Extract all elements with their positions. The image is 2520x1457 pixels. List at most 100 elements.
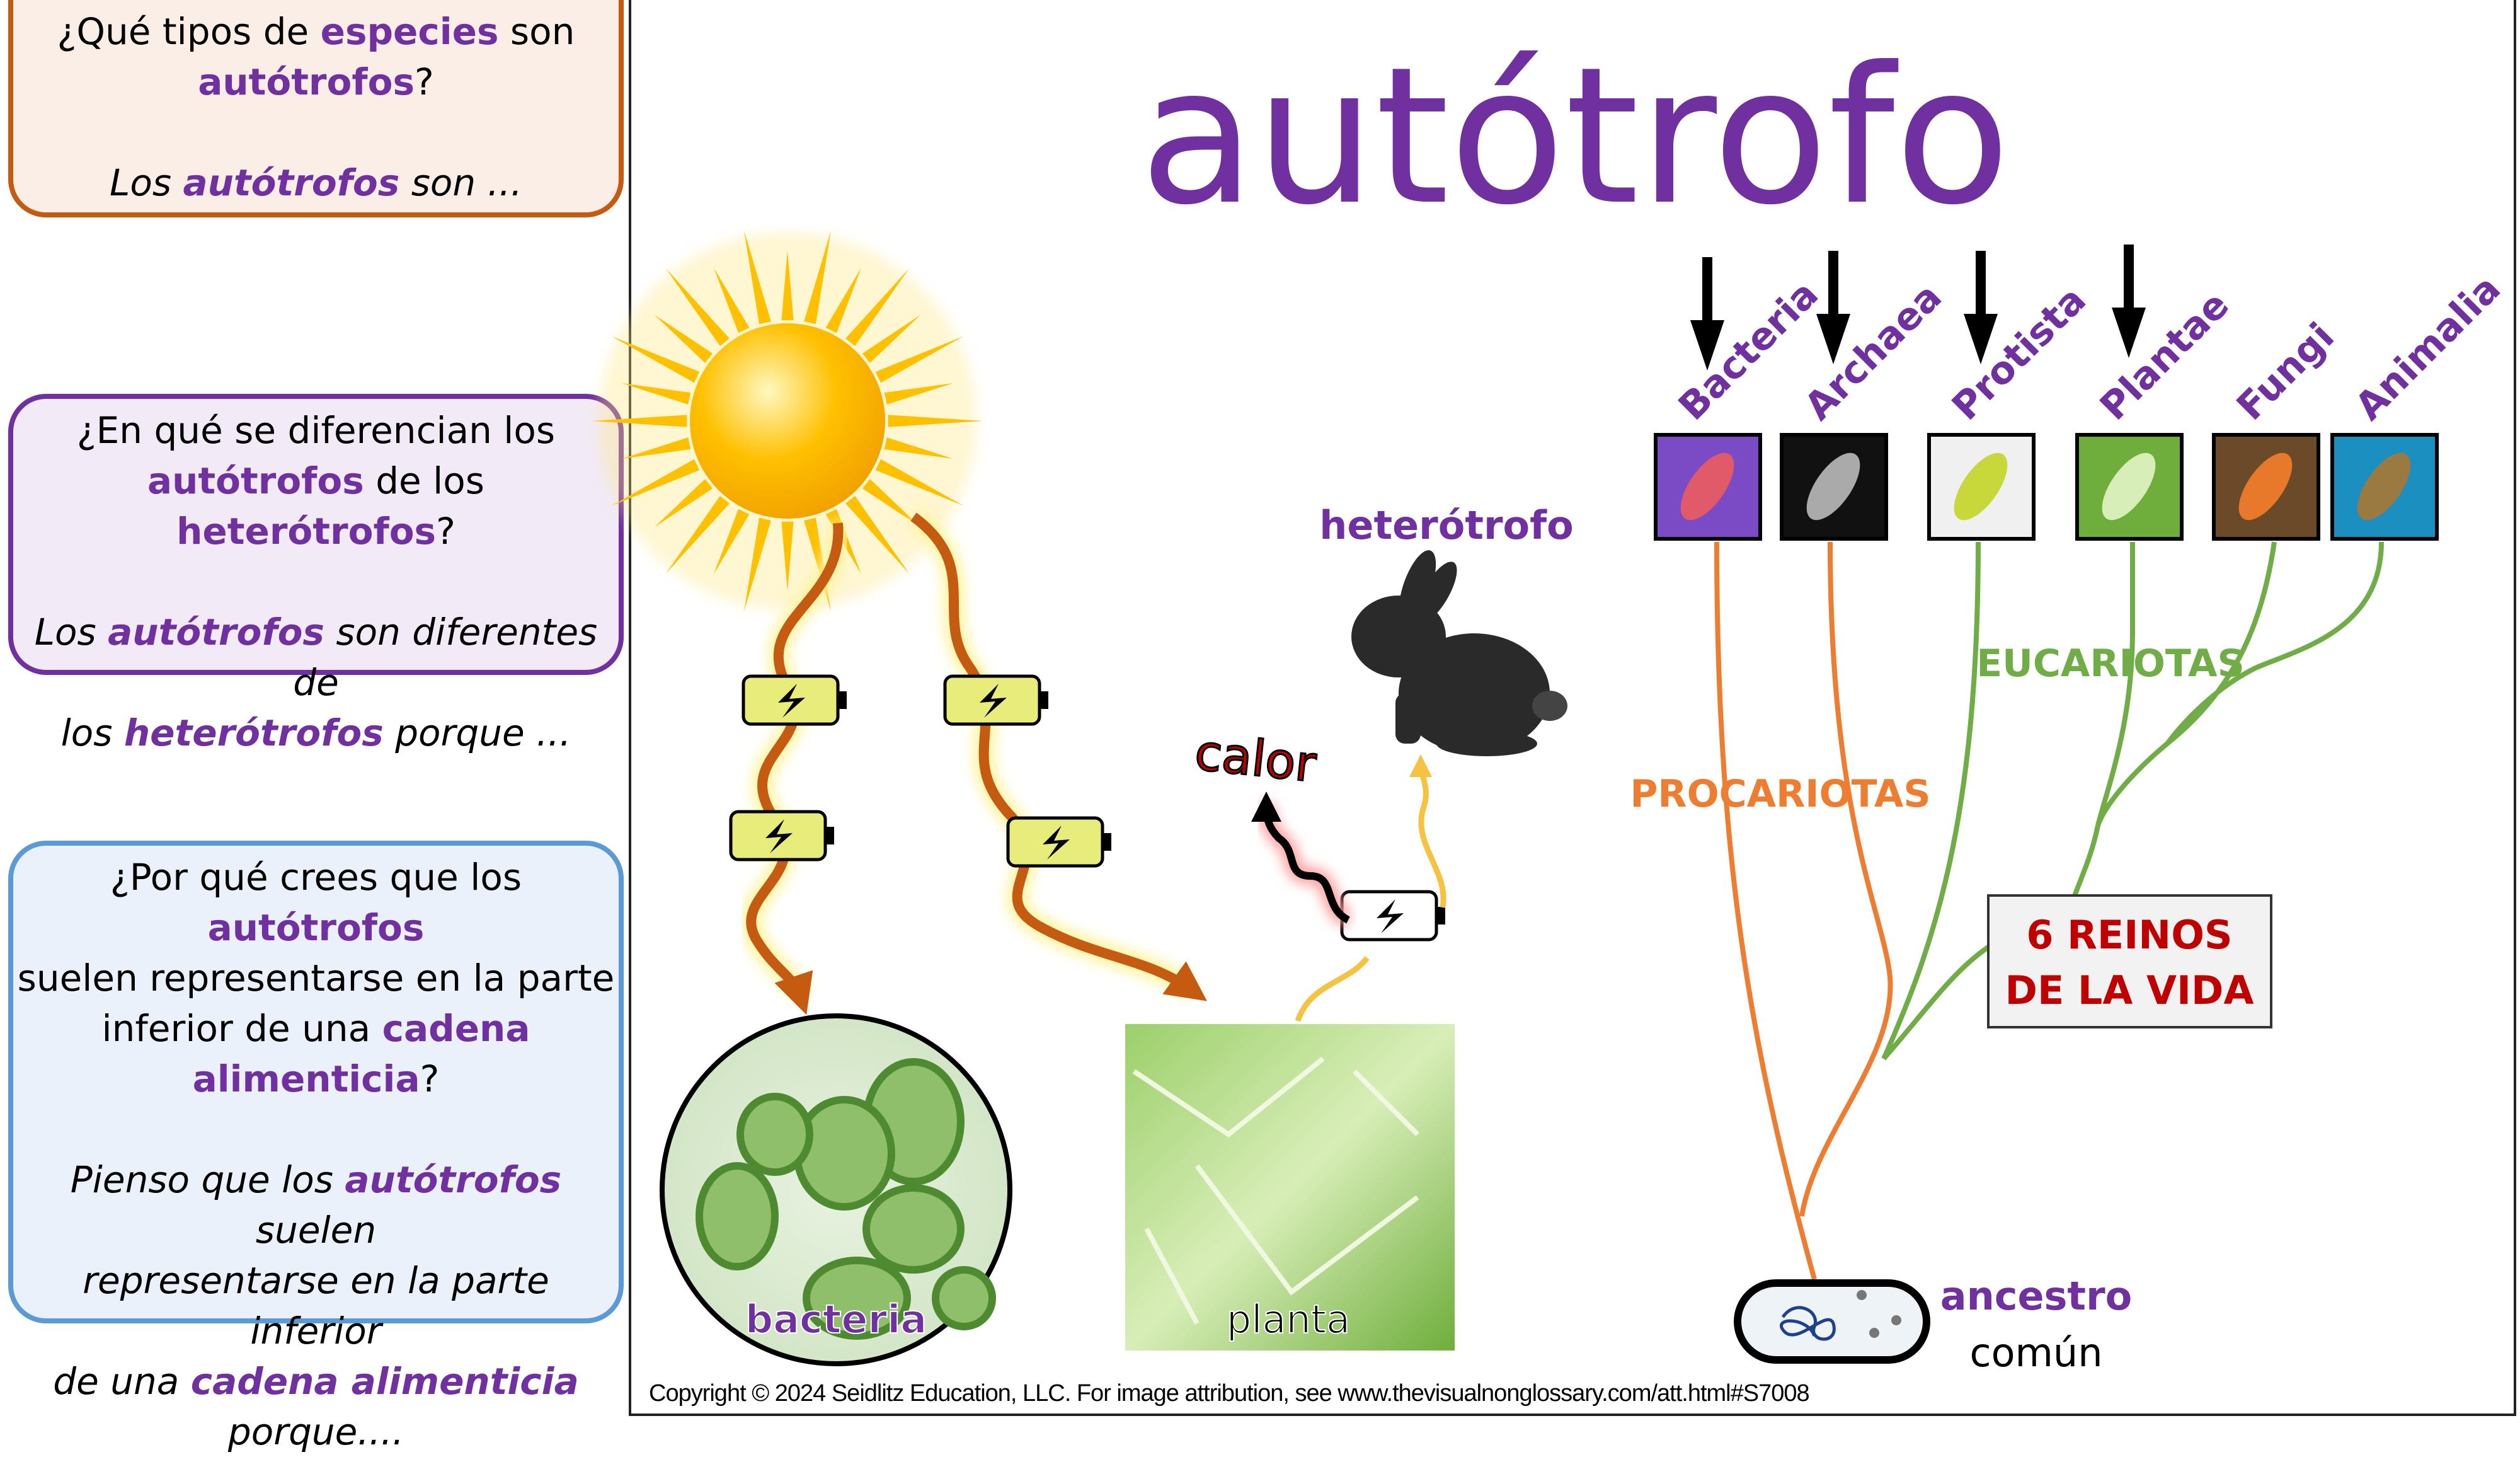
prokaryotes-label: PROCARIOTAS [1630,772,1930,816]
sun-ray [611,459,700,506]
text: de los [364,459,484,502]
plant-label: planta [1227,1296,1350,1342]
down-arrow-head [1964,314,1998,364]
sun-ray [781,521,794,591]
question-box-autotroph-species: ¿Qué tipos de especies son autótrofos? L… [8,0,624,217]
text: Pienso que los [70,1158,345,1201]
battery-icon [742,674,847,726]
keyword: autótrofos [207,906,425,949]
text: son ... [399,161,522,204]
keyword: autótrofos [147,459,364,502]
keyword: autótrofos [198,60,415,103]
text: Los [34,611,108,654]
energy-wave-to-plant [907,508,1208,1001]
keyword: autótrofos [345,1158,562,1201]
ancestor-cell-icon [1734,1279,1930,1364]
text: son [498,10,575,53]
sun-ray [654,479,713,527]
sun-ray [845,495,910,574]
sun-ray [884,437,954,459]
down-arrow-icon [2124,245,2134,314]
sun-ray [621,437,691,459]
kingdom-animalia: Animalia [2330,267,2509,541]
down-arrow-icon [1702,257,1712,326]
keyword: especies [320,10,499,53]
sun-ray [713,509,750,575]
text: ¿Por qué crees que los [110,856,522,899]
sun-ray [875,336,964,383]
sun-ray [592,415,687,427]
sun-ray [862,314,921,363]
kingdom-label: Fungi [2228,314,2343,429]
common-label: común [1969,1330,2102,1376]
down-arrow-icon [1976,251,1986,320]
sun-ray [888,415,983,427]
battery-icon [1006,816,1111,868]
kingdom-label: Plantae [2092,283,2238,429]
keyword: alimenticia [192,1057,420,1100]
text: ? [436,510,455,553]
text: son diferentes de [293,611,598,704]
sun-ray [804,230,831,325]
down-arrow-icon [1828,251,1838,320]
prokaryote-branches [1714,541,1893,1281]
kingdom-fungi: Fungi [2212,314,2343,541]
text: suelen representarse en la parte [17,957,615,999]
sun-ray [654,314,713,363]
text: Los [110,161,183,204]
keyword: autótrofos [183,161,400,204]
sun-ray [884,383,954,405]
sun-ray [845,268,910,347]
page-title: autótrofo [1140,26,2010,246]
keyword: autótrofos [108,611,324,654]
kingdom-label: Protista [1944,278,2095,429]
question-box-food-chain: ¿Por qué crees que los autótrofos suelen… [8,841,624,1453]
main-panel [629,0,2516,1416]
kingdom-label: Animalia [2347,267,2509,429]
sun-icon [592,230,983,612]
text: ? [420,1057,440,1100]
diagram: autótrofo calor bacteria planta heterótr… [592,26,2509,1376]
sun-ray [665,268,730,347]
sun-ray [862,479,921,527]
energy-wave-to-bacteria [740,522,849,1015]
sun-ray [665,495,730,574]
battery-icon [729,810,834,861]
text: representarse en la parte inferior [83,1259,549,1352]
box-line-1: 6 REINOS [2026,912,2232,958]
sun-ray [621,383,691,405]
text: ¿Qué tipos de [57,10,321,53]
keyword: cadena [382,1007,530,1050]
heat-label: calor [1192,724,1319,793]
six-kingdoms-box: 6 REINOS DE LA VIDA [1987,894,2272,1028]
sun-ray [744,517,771,612]
ancestor-label: ancestro [1940,1273,2133,1319]
kingdom-protista: Protista [1927,251,2095,541]
sun-ray [611,336,700,383]
text: suelen [255,1209,377,1252]
bacteria-image [660,1013,1012,1366]
eukaryote-branches [1881,541,2384,1061]
phylogenetic-tree [1714,541,2384,1281]
down-arrow-head [2112,308,2146,358]
plant-image [1125,1024,1455,1350]
question-box-differences: ¿En qué se diferencian los autótrofos de… [8,394,624,754]
sun-ray [744,230,771,325]
eukaryotes-label: EUCARIOTAS [1976,642,2245,686]
battery-icon [943,674,1048,726]
bacteria-label: bacteria [745,1296,927,1342]
text: de una [53,1360,191,1403]
text: inferior de una [101,1007,382,1050]
keyword: cadena alimenticia [190,1360,579,1403]
sun-ray [875,459,964,506]
sun-ray [713,267,750,333]
down-arrow-head [1690,320,1724,371]
text: porque ... [383,711,571,754]
keyword: heterótrofos [123,711,384,754]
text: ¿En qué se diferencian los [76,409,556,452]
text: ? [414,60,434,103]
energy-wave-to-heterotroph [1295,766,1446,1022]
keyword: heterótrofos [176,510,437,553]
heterotroph-label: heterótrofo [1319,502,1573,548]
box-line-2: DE LA VIDA [2005,967,2254,1013]
